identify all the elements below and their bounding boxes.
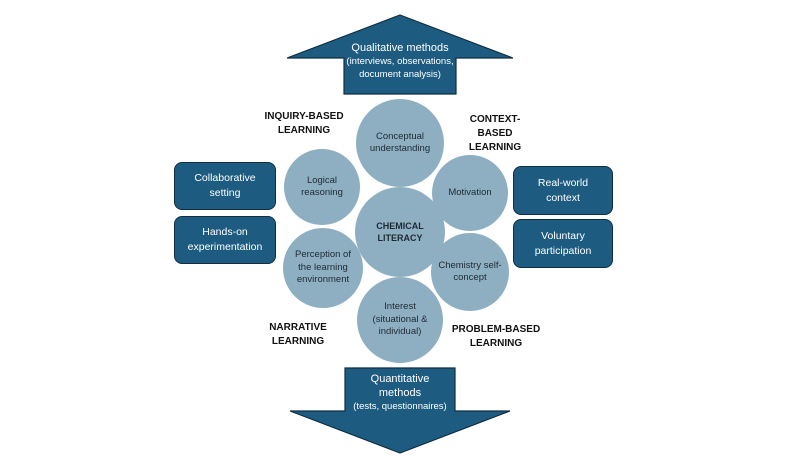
circle-label: Chemistry self-concept — [438, 259, 502, 284]
label-narrative-learning: NARRATIVE LEARNING — [269, 322, 327, 347]
quantitative-title: Quantitative methods — [370, 373, 430, 399]
circle-label: Logical reasoning — [301, 174, 343, 199]
box-hands-on-experimentation: Hands-on experimentation — [174, 216, 276, 264]
circle-chemistry-self-concept: Chemistry self-concept — [431, 233, 509, 311]
box-label: Voluntary participation — [534, 229, 592, 257]
circle-perception-learning-environment: Perception of the learning environment — [283, 228, 363, 308]
circle-label: Perception of the learning environment — [295, 249, 351, 286]
circle-conceptual-understanding: Conceptual understanding — [356, 99, 444, 187]
qualitative-arrow-up — [286, 14, 514, 95]
box-voluntary-participation: Voluntary participation — [513, 219, 613, 268]
box-label: Collaborative setting — [194, 172, 256, 199]
circle-interest: Interest (situational & individual) — [357, 277, 443, 363]
quantitative-methods-text: Quantitative methods (tests, questionnai… — [338, 372, 462, 413]
qualitative-methods-text: Qualitative methods (interviews, observa… — [344, 41, 456, 81]
label-context-based-learning: CONTEXT-BASED LEARNING — [468, 114, 522, 153]
circle-label: Motivation — [448, 186, 492, 198]
circle-logical-reasoning: Logical reasoning — [284, 149, 360, 225]
box-real-world-context: Real-world context — [513, 166, 613, 215]
qualitative-title: Qualitative methods — [351, 42, 449, 54]
qualitative-detail: (interviews, observations, document anal… — [346, 56, 454, 80]
box-label: Real-world context — [537, 176, 589, 204]
circle-chemical-literacy: CHEMICAL LITERACY — [355, 187, 445, 277]
quantitative-detail: (tests, questionnaires) — [353, 401, 447, 412]
circle-label: Interest (situational & individual) — [372, 301, 428, 338]
quantitative-arrow-down — [289, 367, 511, 454]
box-label: Hands-on experimentation — [187, 226, 263, 253]
label-problem-based-learning: PROBLEM-BASED LEARNING — [451, 324, 541, 349]
circle-motivation: Motivation — [432, 155, 508, 231]
circle-label: Conceptual understanding — [369, 130, 431, 155]
box-collaborative-setting: Collaborative setting — [174, 162, 276, 210]
label-inquiry-based-learning: INQUIRY-BASED LEARNING — [264, 111, 344, 136]
center-label: CHEMICAL LITERACY — [376, 220, 424, 244]
